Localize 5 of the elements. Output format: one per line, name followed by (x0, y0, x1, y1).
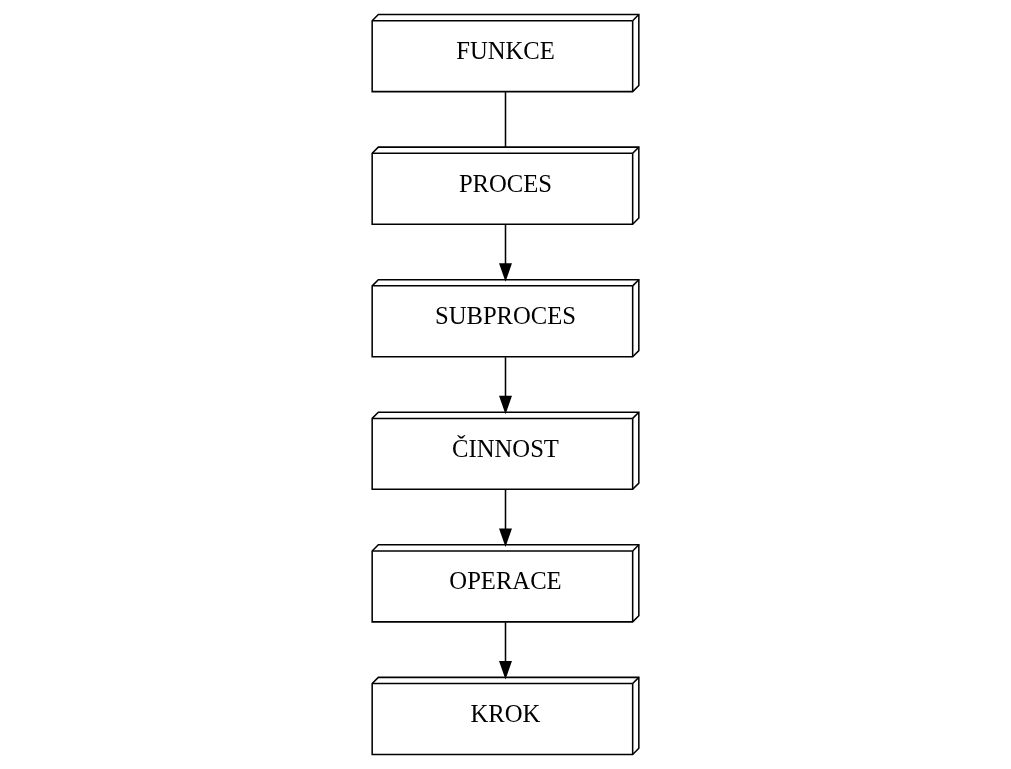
arrow (499, 489, 512, 547)
arrow (499, 223, 512, 282)
arrow (499, 356, 512, 415)
arrow (499, 621, 512, 680)
connector (504, 91, 507, 148)
